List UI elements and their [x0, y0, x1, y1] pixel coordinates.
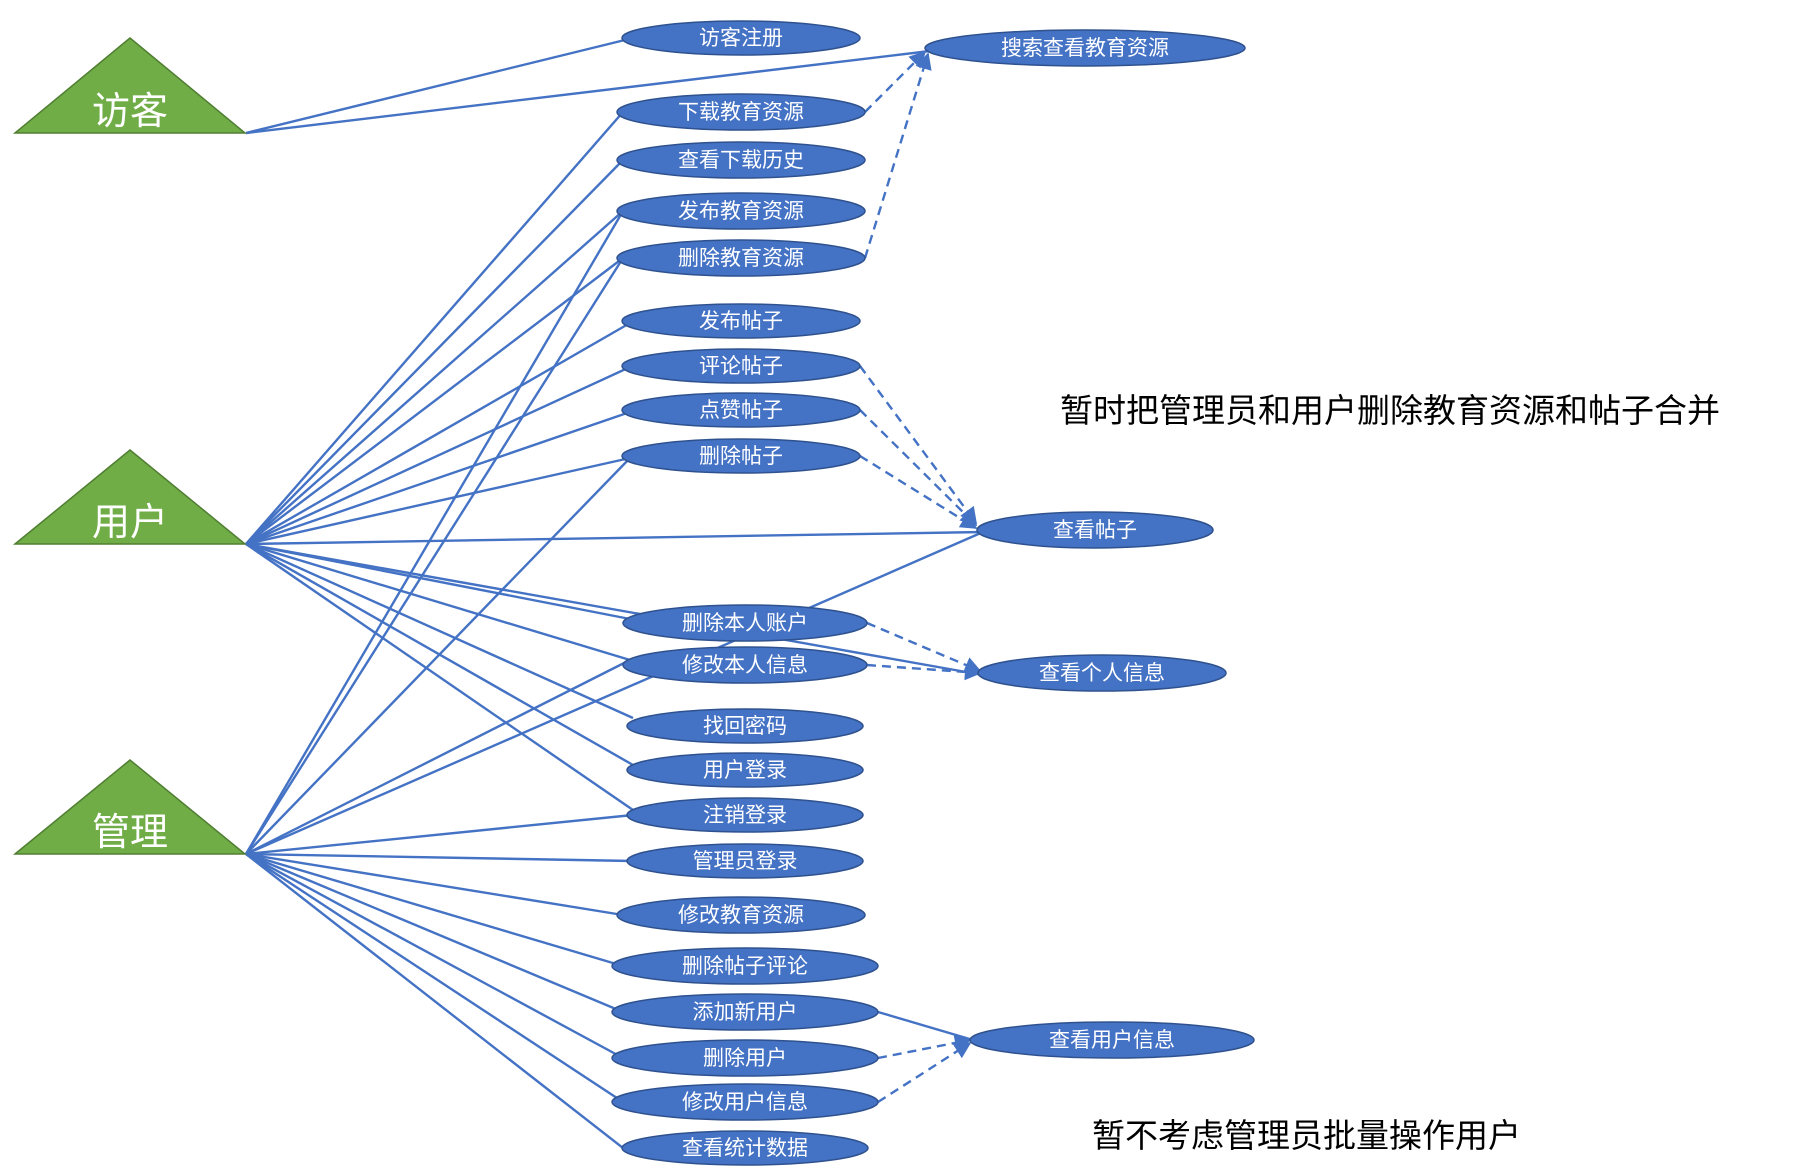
usecase-edit-resource-label: 修改教育资源	[678, 903, 804, 927]
usecase-logout[interactable]: 注销登录	[626, 797, 864, 833]
usecase-admin-login-label: 管理员登录	[693, 849, 798, 873]
usecase-like-post[interactable]: 点赞帖子	[621, 392, 861, 428]
usecase-search-resources[interactable]: 搜索查看教育资源	[924, 29, 1246, 67]
usecase-view-personal-info[interactable]: 查看个人信息	[977, 654, 1227, 692]
usecase-comment-post-label: 评论帖子	[699, 354, 783, 378]
note-merge: 暂时把管理员和用户删除教育资源和帖子合并	[1060, 391, 1720, 430]
usecase-delete-own-account[interactable]: 删除本人账户	[622, 604, 868, 642]
usecase-admin-login[interactable]: 管理员登录	[626, 843, 864, 879]
usecase-view-statistics[interactable]: 查看统计数据	[621, 1130, 869, 1166]
usecase-edit-user-info[interactable]: 修改用户信息	[611, 1083, 879, 1121]
actor-user-label: 用户	[92, 500, 168, 544]
note-batch: 暂不考虑管理员批量操作用户	[1092, 1116, 1521, 1155]
usecase-view-user-info-label: 查看用户信息	[1049, 1028, 1175, 1052]
actor-admin[interactable]: 管理	[12, 759, 248, 855]
usecase-visitor-register-label: 访客注册	[699, 26, 783, 50]
usecase-user-login-label: 用户登录	[703, 758, 787, 782]
usecase-download-resource-label: 下载教育资源	[678, 100, 804, 124]
usecase-edit-own-info[interactable]: 修改本人信息	[622, 646, 868, 684]
usecase-recover-password-label: 找回密码	[703, 714, 787, 738]
usecase-edit-user-info-label: 修改用户信息	[682, 1090, 808, 1114]
usecase-visitor-register[interactable]: 访客注册	[621, 20, 861, 56]
usecase-delete-own-account-label: 删除本人账户	[682, 611, 808, 635]
usecase-delete-post-comment[interactable]: 删除帖子评论	[611, 947, 879, 985]
usecase-delete-post-label: 删除帖子	[699, 444, 783, 468]
usecase-add-user[interactable]: 添加新用户	[611, 993, 879, 1031]
usecase-comment-post[interactable]: 评论帖子	[621, 348, 861, 384]
usecase-delete-resource-label: 删除教育资源	[678, 246, 804, 270]
actor-user[interactable]: 用户	[12, 449, 248, 545]
usecase-publish-resource-label: 发布教育资源	[678, 199, 804, 223]
usecase-view-post[interactable]: 查看帖子	[976, 511, 1214, 549]
usecase-like-post-label: 点赞帖子	[699, 398, 783, 422]
usecase-edit-own-info-label: 修改本人信息	[682, 653, 808, 677]
usecase-delete-user[interactable]: 删除用户	[611, 1039, 879, 1077]
association-lines	[244, 36, 984, 1149]
usecase-download-resource[interactable]: 下载教育资源	[616, 93, 866, 131]
actor-admin-label: 管理	[92, 810, 168, 854]
usecase-user-login[interactable]: 用户登录	[626, 752, 864, 788]
usecase-view-statistics-label: 查看统计数据	[682, 1136, 808, 1160]
usecase-edit-resource[interactable]: 修改教育资源	[616, 896, 866, 934]
usecase-publish-resource[interactable]: 发布教育资源	[616, 192, 866, 230]
usecase-delete-resource[interactable]: 删除教育资源	[616, 239, 866, 277]
usecase-view-user-info[interactable]: 查看用户信息	[969, 1021, 1255, 1059]
usecase-delete-post-comment-label: 删除帖子评论	[682, 954, 808, 978]
usecase-view-personal-info-label: 查看个人信息	[1039, 661, 1165, 685]
usecase-delete-user-label: 删除用户	[703, 1046, 787, 1070]
usecase-view-post-label: 查看帖子	[1053, 518, 1137, 542]
usecase-search-resources-label: 搜索查看教育资源	[1001, 36, 1169, 60]
actor-visitor-label: 访客	[92, 89, 168, 133]
usecase-add-user-label: 添加新用户	[693, 1000, 798, 1024]
usecase-recover-password[interactable]: 找回密码	[626, 708, 864, 744]
usecase-delete-post[interactable]: 删除帖子	[621, 438, 861, 474]
actor-visitor[interactable]: 访客	[12, 37, 248, 134]
usecase-logout-label: 注销登录	[703, 803, 787, 827]
usecase-download-history[interactable]: 查看下载历史	[616, 141, 866, 179]
usecase-publish-post-label: 发布帖子	[699, 309, 783, 333]
include-dependency-arrows	[859, 50, 982, 1104]
usecase-publish-post[interactable]: 发布帖子	[621, 303, 861, 339]
usecase-download-history-label: 查看下载历史	[678, 148, 804, 172]
